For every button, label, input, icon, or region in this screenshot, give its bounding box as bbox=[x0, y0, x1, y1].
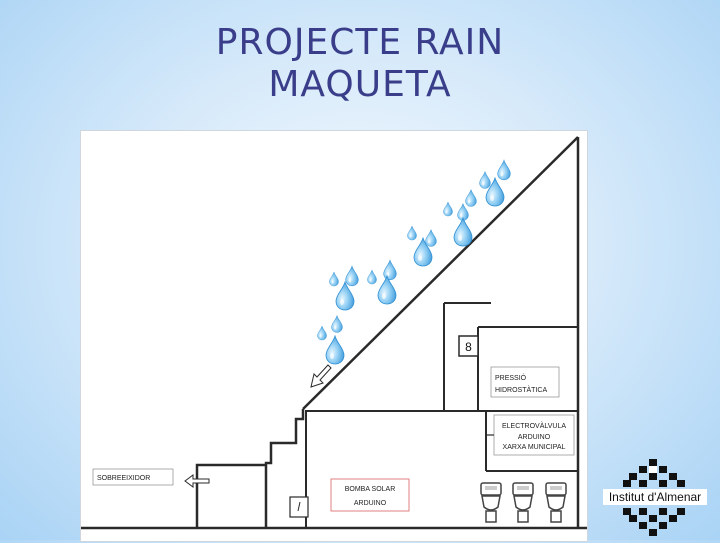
toilet-icon bbox=[480, 482, 502, 523]
raindrop-icon bbox=[453, 217, 473, 247]
raindrop-icon bbox=[377, 275, 397, 305]
raindrop-icon bbox=[383, 259, 397, 281]
valve-label-box bbox=[493, 414, 575, 456]
sensor-box bbox=[458, 335, 479, 357]
tank-wall bbox=[305, 410, 578, 528]
raindrop-icon bbox=[443, 201, 453, 217]
raindrop-icon bbox=[329, 271, 339, 287]
raindrop-icon bbox=[407, 225, 417, 241]
logo-text: Institut d'Almenar bbox=[603, 489, 707, 505]
raindrop-icon bbox=[317, 325, 327, 341]
raindrop-icon bbox=[367, 269, 377, 285]
school-logo: Institut d'Almenar bbox=[603, 458, 707, 538]
title-line-1: PROJECTE RAIN bbox=[215, 22, 505, 63]
toilet-icon bbox=[512, 482, 534, 523]
toilet-icon bbox=[545, 482, 567, 523]
slide-title: PROJECTE RAIN MAQUETA bbox=[0, 22, 720, 106]
pressure-label-1: PRESSIÓ bbox=[495, 373, 527, 382]
raindrop-icon bbox=[331, 315, 343, 333]
valve-label-2: ARDUINO bbox=[518, 434, 551, 441]
overflow-label: SOBREEIXIDOR bbox=[97, 475, 150, 482]
pressure-label-2: HIDROSTÀTICA bbox=[495, 385, 547, 394]
pump-label-1: BOMBA SOLAR bbox=[345, 486, 396, 493]
valve-label-1: ELECTROVÀLVULA bbox=[502, 421, 566, 430]
raindrop-icon bbox=[325, 335, 345, 365]
raindrop-icon bbox=[345, 265, 359, 287]
title-line-2: MAQUETA bbox=[268, 64, 452, 105]
overflow-arrow bbox=[184, 474, 210, 488]
raindrop-icon bbox=[335, 281, 355, 311]
overflow-tank bbox=[195, 463, 266, 528]
raindrop-icon bbox=[465, 189, 477, 207]
valve-label-3: XARXA MUNICIPAL bbox=[503, 444, 566, 451]
roof-line bbox=[302, 136, 579, 410]
sensor-number: 8 bbox=[465, 340, 472, 354]
pump-tick bbox=[297, 501, 301, 512]
diagram-svg: 8 PRESSIÓ HIDROSTÀTICA ELECTROVÀLVULA AR… bbox=[81, 136, 587, 530]
overflow-label-box bbox=[92, 468, 174, 486]
raindrop-icon bbox=[479, 171, 491, 189]
raindrop-icon bbox=[497, 159, 511, 181]
raindrop-icon bbox=[425, 229, 437, 247]
pump-label-2: ARDUINO bbox=[354, 500, 387, 507]
model-diagram: 8 PRESSIÓ HIDROSTÀTICA ELECTROVÀLVULA AR… bbox=[80, 130, 588, 542]
pressure-label-box bbox=[490, 366, 560, 398]
downpipe bbox=[264, 409, 305, 528]
pump-label-box bbox=[330, 478, 410, 512]
inflow-arrow bbox=[310, 364, 332, 388]
logo-mark bbox=[623, 459, 685, 536]
